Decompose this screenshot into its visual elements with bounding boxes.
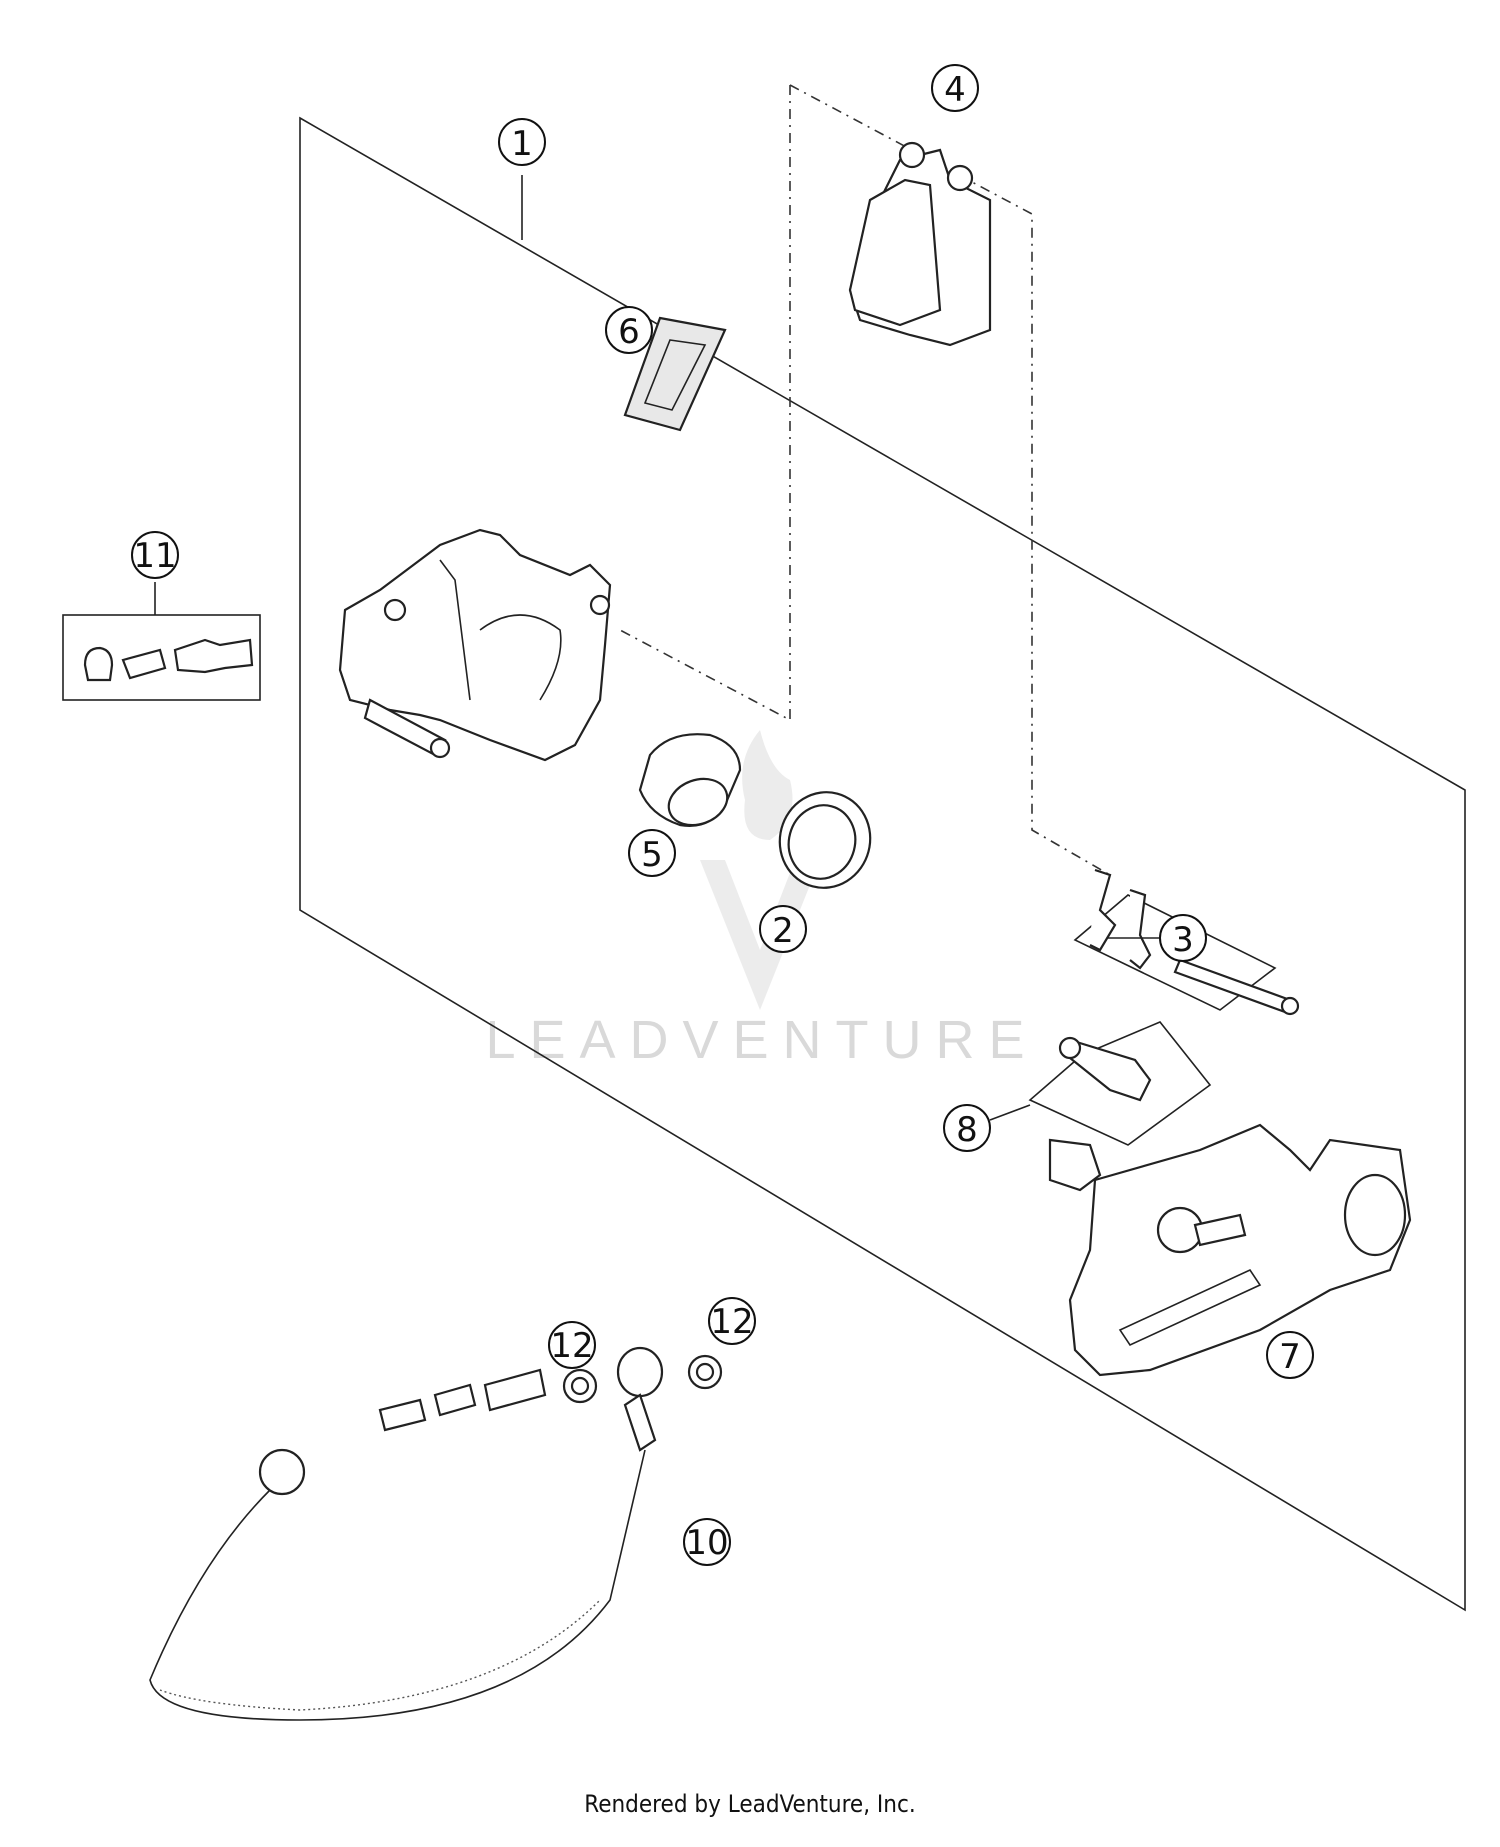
svg-text:10: 10 xyxy=(685,1523,728,1563)
svg-text:4: 4 xyxy=(944,70,966,110)
caliper-body xyxy=(338,528,612,762)
callout-12-right: 12 xyxy=(708,1297,756,1345)
caliper-carrier xyxy=(1068,1123,1412,1377)
callout-10: 10 xyxy=(683,1518,731,1566)
piston xyxy=(638,733,742,827)
bleeder-kit xyxy=(62,582,261,701)
watermark: LEADVENTURE xyxy=(485,730,1038,1070)
svg-text:5: 5 xyxy=(641,835,663,875)
callout-12-left: 12 xyxy=(548,1321,596,1369)
pad-spring xyxy=(623,316,727,432)
watermark-flame xyxy=(742,730,793,840)
svg-text:11: 11 xyxy=(133,536,176,576)
brake-line-assembly xyxy=(149,1346,723,1721)
callout-8: 8 xyxy=(943,1104,991,1152)
callout-7: 7 xyxy=(1266,1331,1314,1379)
callout-2: 2 xyxy=(759,905,807,953)
svg-text:1: 1 xyxy=(511,124,533,164)
assembly-outline-1 xyxy=(299,116,1466,1612)
callout-6: 6 xyxy=(605,306,653,354)
svg-text:6: 6 xyxy=(618,312,640,352)
watermark-logo xyxy=(700,860,820,1010)
callout-11: 11 xyxy=(131,531,179,579)
leader-8 xyxy=(989,1104,1031,1121)
brake-pads xyxy=(848,141,992,347)
piston-seal xyxy=(778,791,872,889)
svg-text:3: 3 xyxy=(1172,920,1194,960)
pad-pins-clips xyxy=(1073,868,1300,1016)
carrier-bolts xyxy=(1028,1021,1212,1192)
watermark-text: LEADVENTURE xyxy=(485,1010,1038,1070)
svg-text:12: 12 xyxy=(550,1326,593,1366)
footer-credit: Rendered by LeadVenture, Inc. xyxy=(584,1790,916,1818)
callout-1: 1 xyxy=(498,118,546,166)
callout-4: 4 xyxy=(931,64,979,112)
svg-text:2: 2 xyxy=(772,911,794,951)
svg-text:7: 7 xyxy=(1279,1337,1301,1377)
callout-3: 3 xyxy=(1159,914,1207,962)
svg-text:12: 12 xyxy=(710,1302,753,1342)
svg-text:8: 8 xyxy=(956,1110,978,1150)
callout-5: 5 xyxy=(628,829,676,877)
